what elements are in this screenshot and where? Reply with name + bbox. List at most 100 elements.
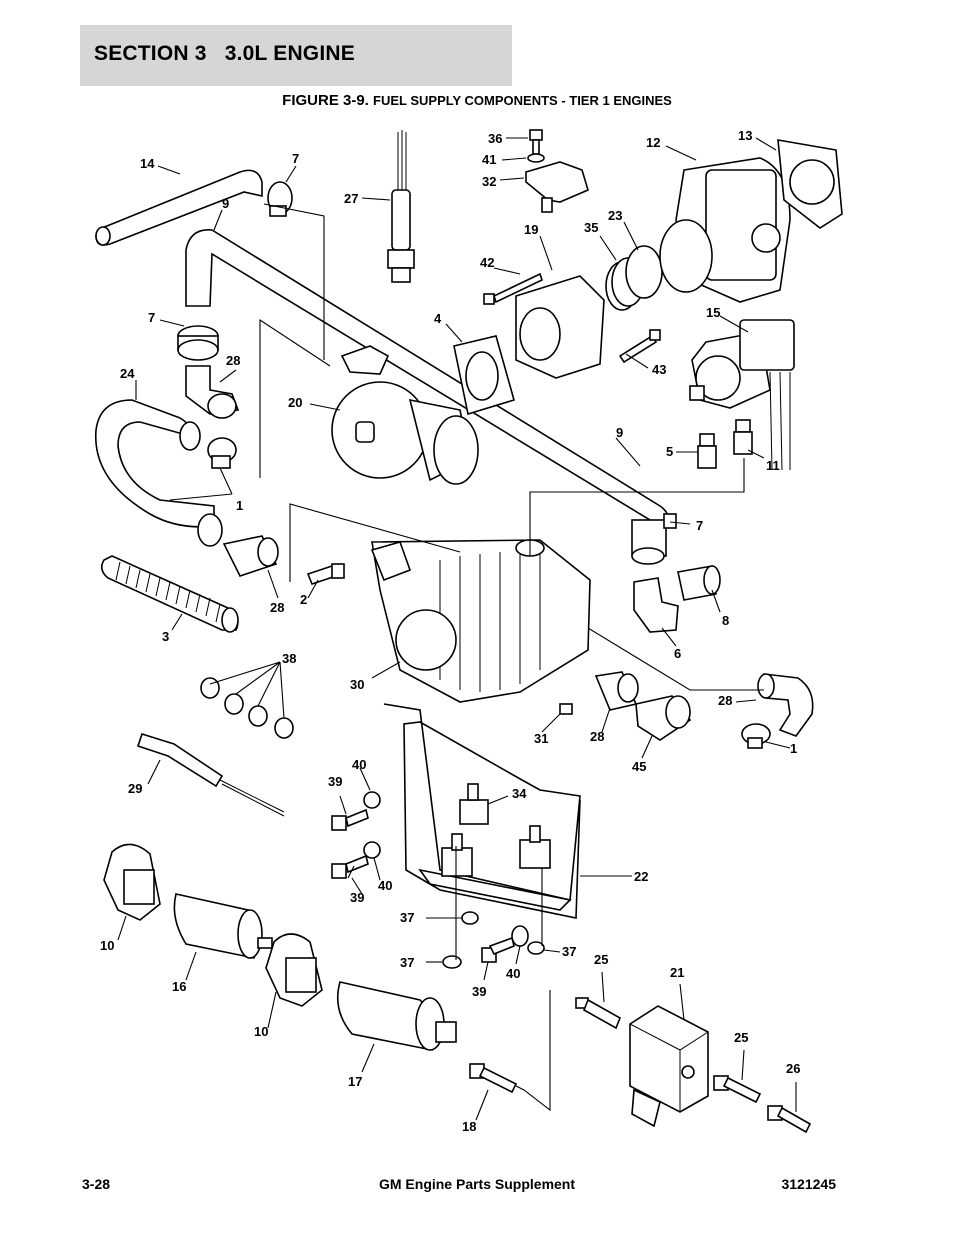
callout-41: 41 — [482, 152, 496, 167]
callout-37-a: 37 — [400, 910, 414, 925]
callout-10-a: 10 — [100, 938, 114, 953]
callout-10-b: 10 — [254, 1024, 268, 1039]
part-vaporizer-30 — [370, 539, 591, 703]
part-fitting-11 — [733, 419, 753, 455]
part-washer-40-c — [511, 925, 529, 947]
callout-39-a: 39 — [328, 774, 342, 789]
callout-6: 6 — [674, 646, 681, 661]
callout-5: 5 — [666, 444, 673, 459]
callout-1-right: 1 — [790, 741, 797, 756]
part-ring-throttle — [659, 219, 713, 293]
part-fitting-25-top — [575, 997, 622, 1030]
callout-28-top: 28 — [226, 353, 240, 368]
callout-27: 27 — [344, 191, 358, 206]
callout-3: 3 — [162, 629, 169, 644]
figure-title: FUEL SUPPLY COMPONENTS - TIER 1 ENGINES — [373, 93, 672, 108]
callout-18: 18 — [462, 1119, 476, 1134]
part-washers-38 — [200, 677, 294, 739]
callout-42: 42 — [480, 255, 494, 270]
part-boot-45 — [635, 695, 692, 741]
callout-26: 26 — [786, 1061, 800, 1076]
part-elbow-28-right — [757, 673, 814, 737]
callout-39-c: 39 — [472, 984, 486, 999]
callout-39-b: 39 — [350, 890, 364, 905]
callout-24: 24 — [120, 366, 135, 381]
part-bolt-39-a — [331, 808, 369, 831]
part-clamp-7-top — [267, 181, 293, 217]
callout-4: 4 — [434, 311, 442, 326]
part-bolt-42 — [483, 272, 543, 305]
part-fitting-26 — [767, 1105, 812, 1134]
parts-diagram-svg: 36 41 32 12 13 14 7 27 9 19 35 23 42 4 1… — [94, 128, 843, 1134]
callout-28-mid: 28 — [590, 729, 604, 744]
callout-22: 22 — [634, 869, 648, 884]
part-solenoid-15 — [689, 319, 795, 471]
part-washer-40-a — [363, 791, 381, 809]
callout-37-c: 37 — [562, 944, 576, 959]
part-sensor-27 — [387, 130, 415, 283]
part-regulator-20 — [331, 345, 479, 485]
part-tube-14 — [95, 169, 263, 246]
callout-34: 34 — [512, 786, 527, 801]
part-hose-9-end — [631, 513, 677, 565]
callout-40-b: 40 — [378, 878, 392, 893]
part-bolt-43 — [618, 329, 661, 364]
callout-17: 17 — [348, 1074, 362, 1089]
callout-23: 23 — [608, 208, 622, 223]
part-gasket-13 — [777, 139, 843, 229]
part-nut-37-a — [461, 911, 479, 925]
callout-16: 16 — [172, 979, 186, 994]
callout-21: 21 — [670, 965, 684, 980]
callout-38: 38 — [282, 651, 296, 666]
part-elbow-6 — [633, 577, 679, 633]
part-washer-40-b — [363, 841, 381, 859]
part-hose-24 — [94, 399, 223, 547]
part-clamp-1-left — [207, 437, 237, 469]
callout-40-c: 40 — [506, 966, 520, 981]
section-title: SECTION 3 3.0L ENGINE — [94, 42, 355, 65]
part-sleeve-28-mid — [594, 671, 639, 711]
callout-25-right: 25 — [734, 1030, 748, 1045]
callout-9-top: 9 — [222, 196, 229, 211]
part-pump-17 — [336, 981, 457, 1051]
footer-page-number: 3-28 — [82, 1176, 111, 1192]
callout-15: 15 — [706, 305, 720, 320]
part-sensor-29 — [136, 733, 285, 817]
callout-32: 32 — [482, 174, 496, 189]
figure-caption: FIGURE 3-9. FUEL SUPPLY COMPONENTS - TIE… — [0, 92, 954, 109]
part-clamp-7-left — [177, 325, 219, 361]
callout-45: 45 — [632, 759, 646, 774]
callout-31: 31 — [534, 731, 548, 746]
callout-25-top: 25 — [594, 952, 608, 967]
part-nut-37-c — [527, 941, 545, 955]
part-fitting-18 — [469, 1063, 518, 1094]
part-filter-16 — [173, 893, 273, 959]
part-fitting-8 — [677, 565, 721, 601]
part-sensor-32 — [525, 161, 589, 213]
callout-8: 8 — [722, 613, 729, 628]
callout-11: 11 — [766, 458, 780, 473]
part-gasket-4 — [453, 335, 515, 416]
callout-13: 13 — [738, 128, 752, 143]
callout-9-mid: 9 — [616, 425, 623, 440]
part-nut-37-b — [442, 955, 462, 969]
part-fitting-5 — [697, 433, 717, 469]
callout-14: 14 — [140, 156, 155, 171]
part-bracket-10-b — [265, 933, 323, 1007]
footer-manual-title: GM Engine Parts Supplement — [378, 1176, 576, 1192]
callout-40-a: 40 — [352, 757, 366, 772]
callout-36: 36 — [488, 131, 502, 146]
part-mount-34 — [459, 783, 489, 825]
part-elbow-28-top — [185, 365, 240, 419]
section-banner: SECTION 3 3.0L ENGINE — [80, 25, 512, 86]
part-bolt-2 — [306, 563, 345, 585]
callout-7-left: 7 — [148, 310, 155, 325]
part-clamp-1-right — [741, 723, 771, 749]
callout-1-left: 1 — [236, 498, 243, 513]
callout-29: 29 — [128, 781, 142, 796]
figure-number: FIGURE 3-9. — [282, 92, 369, 109]
part-hose-9 — [185, 229, 669, 532]
callout-37-b: 37 — [400, 955, 414, 970]
footer-manual-number: 3121245 — [781, 1176, 836, 1192]
callout-35: 35 — [584, 220, 598, 235]
